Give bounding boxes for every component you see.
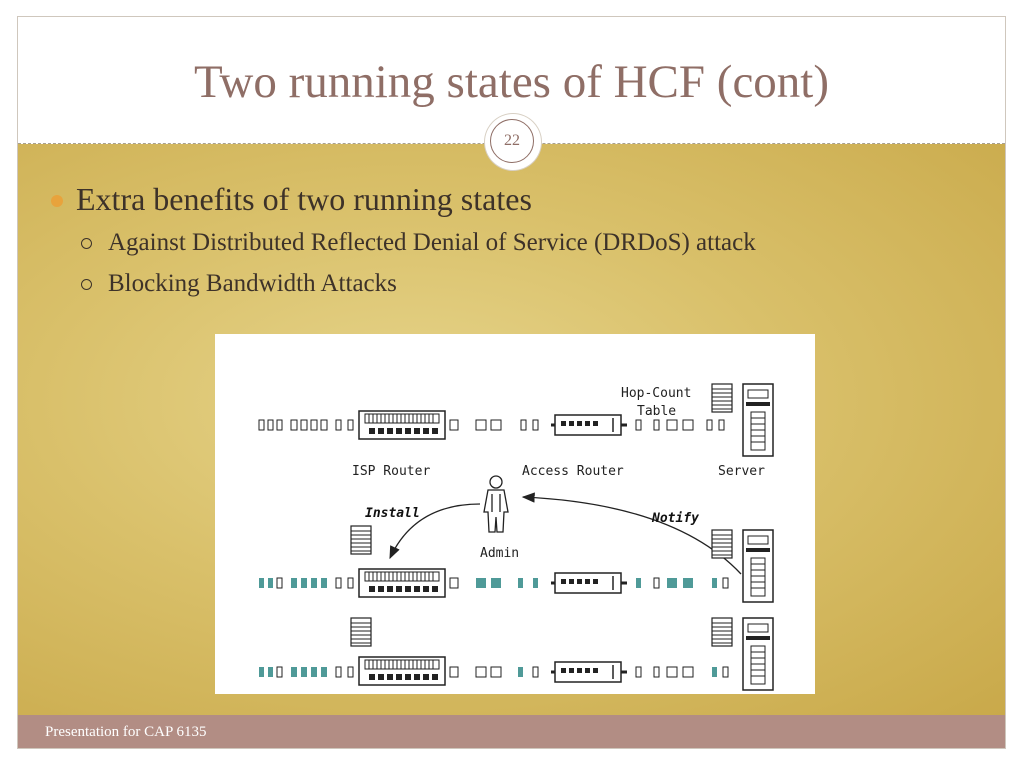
network-row-1	[258, 383, 774, 457]
bullet-sub-1: Against Distributed Reflected Denial of …	[81, 229, 756, 257]
footer-text: Presentation for CAP 6135	[45, 724, 207, 740]
network-row-2	[259, 525, 774, 603]
notify-label: Notify	[651, 511, 699, 526]
access-router-icon	[549, 413, 629, 437]
bullet-sub-text: Against Distributed Reflected Denial of …	[108, 229, 756, 256]
hcf-diagram-svg: Hop-Count Table ISP Router Access Router…	[258, 383, 774, 691]
slide: Two running states of HCF (cont) 22 Extr…	[17, 16, 1006, 749]
slide-number: 22	[490, 119, 534, 163]
admin-person-icon	[483, 475, 509, 533]
isp-router-label: ISP Router	[352, 464, 430, 479]
access-router-label: Access Router	[522, 464, 624, 479]
admin-label: Admin	[480, 546, 519, 561]
hop-count-table-label: Table	[637, 404, 676, 419]
bullet-dot-icon	[51, 195, 63, 207]
slide-title: Two running states of HCF (cont)	[193, 56, 830, 108]
bullet-main: Extra benefits of two running states	[51, 181, 532, 218]
network-row-3	[259, 617, 774, 691]
install-label: Install	[365, 506, 420, 521]
bullet-sub-text: Blocking Bandwidth Attacks	[108, 270, 397, 297]
install-arrow	[389, 503, 481, 560]
access-router-icon	[549, 660, 629, 684]
hop-count-table-icon	[711, 529, 733, 559]
bullet-ring-icon	[81, 279, 92, 290]
server-icon	[742, 529, 774, 603]
bullet-ring-icon	[81, 238, 92, 249]
installed-table-icon	[350, 525, 372, 555]
server-label: Server	[718, 464, 765, 479]
hop-count-table-icon	[711, 383, 733, 413]
hop-count-label: Hop-Count	[621, 386, 691, 401]
isp-router-icon	[358, 656, 446, 686]
slide-number-badge: 22	[485, 114, 541, 170]
server-icon	[742, 383, 774, 457]
bullet-sub-2: Blocking Bandwidth Attacks	[81, 270, 397, 298]
hcf-diagram: Hop-Count Table ISP Router Access Router…	[215, 334, 815, 694]
footer-bar: Presentation for CAP 6135	[18, 715, 1005, 748]
access-router-icon	[549, 571, 629, 595]
isp-router-icon	[358, 410, 446, 440]
installed-table-icon	[350, 617, 372, 647]
bullet-main-text: Extra benefits of two running states	[76, 181, 532, 217]
server-icon	[742, 617, 774, 691]
notify-arrow	[521, 492, 742, 575]
isp-router-icon	[358, 568, 446, 598]
hop-count-table-icon	[711, 617, 733, 647]
